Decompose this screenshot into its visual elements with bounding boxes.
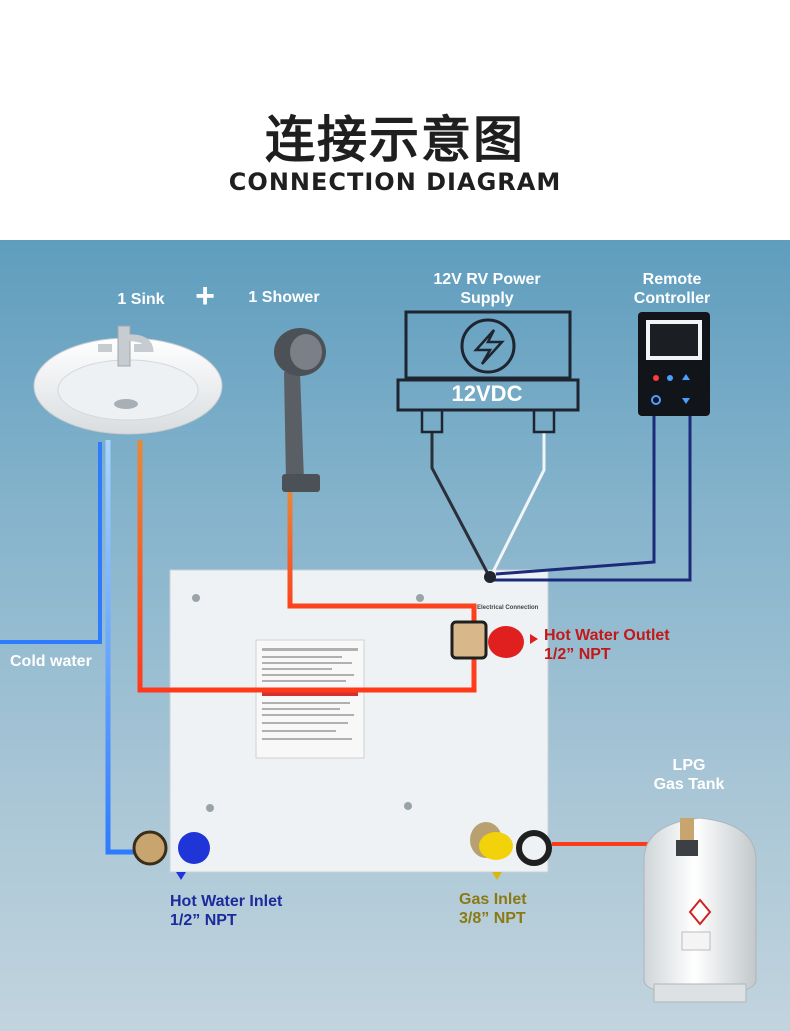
gas-inlet-arrow-icon: [492, 872, 502, 880]
electrical-connection-label: Electrical Connection: [477, 605, 539, 611]
lpg-gas-tank: [643, 817, 757, 1003]
lpg-tank-label: LPG Gas Tank: [653, 757, 725, 793]
shower-label: 1 Shower: [248, 289, 320, 306]
cold-water-label: Cold water: [10, 653, 92, 670]
hot-water-inlet-fitting: [132, 830, 210, 866]
remote-controller: [638, 312, 710, 416]
cold-water-line: [0, 442, 102, 644]
hot-water-outlet-fitting: [450, 620, 524, 660]
plus-sign: +: [195, 277, 215, 315]
power-wire-positive: [490, 432, 546, 575]
sink-label: 1 Sink: [117, 291, 165, 308]
power-box-text: 12VDC: [451, 381, 523, 406]
controller-wire-a: [495, 412, 656, 576]
hot-water-inlet-label: Hot Water Inlet 1/2” NPT: [170, 893, 283, 929]
controller-wire-b: [494, 412, 692, 582]
hot-outlet-arrow-icon: [530, 634, 538, 644]
power-wire-negative: [430, 432, 490, 575]
power-supply: [396, 310, 580, 434]
power-supply-label: 12V RV Power Supply: [433, 271, 541, 307]
hot-water-sink-line: [137, 440, 477, 693]
spec-sticker: [262, 648, 358, 740]
hot-water-shower-line: [287, 488, 477, 622]
remote-controller-label: Remote Controller: [633, 271, 711, 307]
shower-head-image: [274, 328, 326, 492]
page-title: 连接示意图: [265, 111, 525, 169]
header: 连接示意图 CONNECTION DIAGRAM: [0, 0, 790, 240]
sink-image: [33, 325, 223, 435]
lightning-icon: [460, 318, 516, 374]
water-heater-unit: [169, 569, 549, 873]
gas-inlet-fitting: [470, 822, 552, 866]
gas-inlet-label: Gas Inlet 3/8” NPT: [459, 891, 527, 927]
hot-inlet-arrow-icon: [176, 872, 186, 880]
cold-to-sink-line: [105, 440, 140, 855]
page-subtitle: CONNECTION DIAGRAM: [228, 168, 562, 196]
hot-water-outlet-label: Hot Water Outlet 1/2” NPT: [544, 627, 670, 663]
